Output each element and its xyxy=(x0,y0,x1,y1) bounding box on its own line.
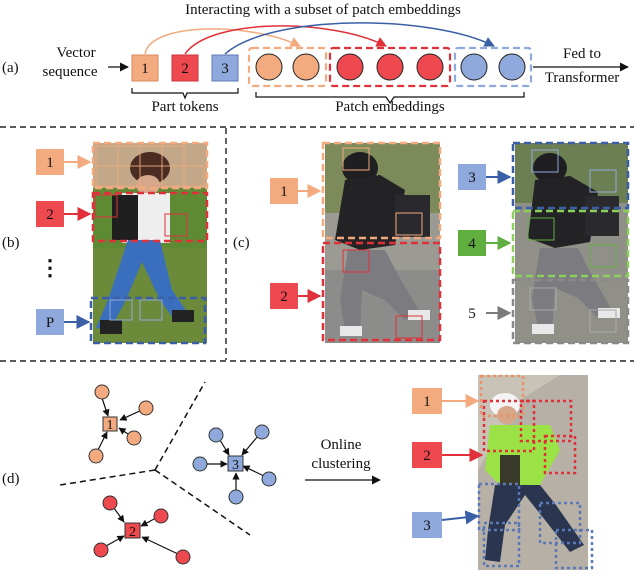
patch-embedding-circle xyxy=(416,53,444,81)
c-token-3-box xyxy=(458,164,486,190)
region-box-c5-gray xyxy=(511,278,630,345)
cluster-2: 2 xyxy=(93,495,191,565)
panel-c: (c) xyxy=(233,141,630,345)
d-token-3-box xyxy=(412,512,442,538)
region-box-c2-red xyxy=(321,241,442,342)
panel-a: (a) Interacting with a subset of patch e… xyxy=(2,2,629,115)
patch-embedding-circle xyxy=(336,53,364,81)
cluster-3-center xyxy=(227,455,244,472)
patch-embedding-circle xyxy=(376,53,404,81)
cluster-separator xyxy=(154,381,206,471)
region-box-d-blue xyxy=(477,482,521,532)
b-token-1-box xyxy=(36,149,64,175)
panel-c-label: (c) xyxy=(233,235,250,251)
region-box-b-red xyxy=(91,191,209,243)
panel-d: (d) 1 xyxy=(2,374,594,570)
part-token-1-text: 1 xyxy=(141,61,149,77)
patch-group-red xyxy=(328,46,452,88)
part-token-2-text: 2 xyxy=(181,61,189,77)
cluster-3: 3 xyxy=(192,424,277,505)
patch-embeddings-label: Patch embeddings xyxy=(335,99,445,115)
b-token-p-box xyxy=(36,309,64,335)
cluster-2-center-text: 2 xyxy=(129,525,136,540)
part-token-2-box xyxy=(171,54,199,82)
interaction-arrow-orange xyxy=(144,28,301,55)
output-label-line2: Transformer xyxy=(545,70,619,86)
region-box-d-red xyxy=(543,434,577,475)
cluster-2-center xyxy=(124,522,141,539)
b-token-2-text: 2 xyxy=(46,207,54,223)
patch-embedding-circle xyxy=(255,53,283,81)
cluster-1: 1 xyxy=(88,384,154,464)
c-token-2-text: 2 xyxy=(280,289,288,305)
output-label-line1: Fed to xyxy=(563,46,601,62)
patch-embedding-circle xyxy=(292,53,320,81)
region-box-c1-orange xyxy=(321,141,442,240)
c-token-4-text: 4 xyxy=(468,236,476,252)
region-box-d-red xyxy=(482,399,536,453)
region-box-d-blue xyxy=(482,521,521,568)
c-token-4-box xyxy=(458,230,486,256)
part-token-3-text: 3 xyxy=(221,61,229,77)
interaction-arrow-red xyxy=(184,25,387,55)
c-token-1-text: 1 xyxy=(280,184,288,200)
person-image-c-right xyxy=(515,143,628,343)
cluster-separator xyxy=(154,469,251,536)
part-tokens-label: Part tokens xyxy=(151,99,218,115)
c-token-3-text: 3 xyxy=(468,170,476,186)
region-box-c3-blue xyxy=(511,141,630,210)
b-token-2-box xyxy=(36,201,64,227)
d-token-1-text: 1 xyxy=(423,394,431,410)
part-tokens-brace xyxy=(131,88,239,100)
panel-b: (b) 1 2 xyxy=(2,141,209,345)
cluster-separator xyxy=(59,469,156,486)
patch-group-orange xyxy=(247,46,328,88)
d-token-2-box xyxy=(412,442,442,468)
d-token-3-text: 3 xyxy=(423,518,431,534)
panel-b-label: (b) xyxy=(2,235,20,251)
region-box-b-orange xyxy=(91,141,209,190)
panel-a-title: Interacting with a subset of patch embed… xyxy=(185,2,461,18)
cluster-3-center-text: 3 xyxy=(232,458,239,473)
region-box-d-orange xyxy=(479,374,525,418)
region-box-d-blue xyxy=(538,501,582,545)
d-token-2-text: 2 xyxy=(423,448,431,464)
c-token-5-text: 5 xyxy=(468,306,476,322)
input-label-line1: Vector xyxy=(56,45,95,61)
region-box-c4-green xyxy=(511,209,630,278)
person-image-d xyxy=(478,375,588,570)
c-token-2-box xyxy=(270,283,298,309)
region-box-b-blue xyxy=(89,296,207,345)
patch-embeddings-brace xyxy=(255,92,525,105)
cluster-1-center xyxy=(102,416,118,432)
c-token-1-box xyxy=(270,178,298,204)
interaction-arrow-blue xyxy=(224,22,495,55)
d-token-3-arrow xyxy=(441,510,480,525)
panel-d-label: (d) xyxy=(2,471,20,487)
input-label-line2: sequence xyxy=(43,64,98,80)
b-ellipsis: ⋮ xyxy=(39,255,61,280)
part-token-3-box xyxy=(211,54,239,82)
b-token-1-text: 1 xyxy=(46,155,54,171)
patch-embedding-circle xyxy=(460,53,488,81)
b-token-p-text: P xyxy=(46,315,54,331)
panel-a-label: (a) xyxy=(2,60,19,76)
patch-grid-b xyxy=(95,145,205,187)
d-token-1-box xyxy=(412,388,442,414)
online-clustering-line2: clustering xyxy=(311,456,371,472)
cluster-1-center-text: 1 xyxy=(107,418,114,433)
part-token-1-box xyxy=(131,54,159,82)
region-box-d-blue xyxy=(554,528,594,570)
online-clustering-line1: Online xyxy=(321,437,362,453)
patch-group-blue xyxy=(453,46,533,88)
patch-embedding-circle xyxy=(498,53,526,81)
